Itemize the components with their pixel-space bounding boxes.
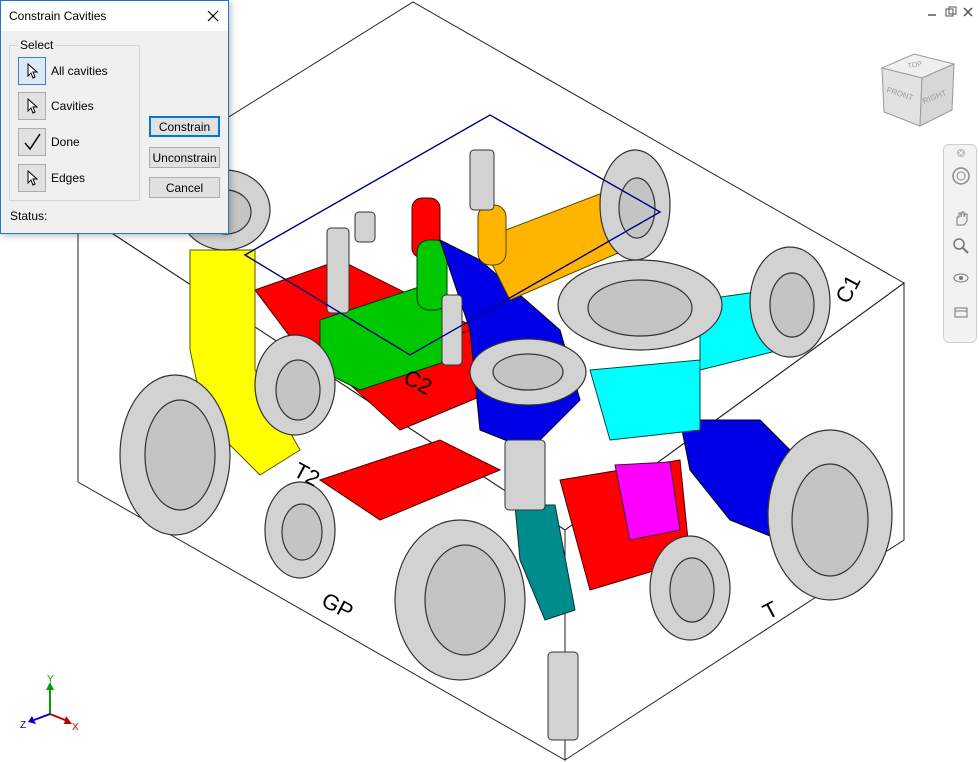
dialog-close-icon[interactable] — [200, 3, 226, 29]
all-cavities-label: All cavities — [51, 64, 108, 78]
tool-all-cavities[interactable]: All cavities — [18, 56, 108, 86]
constrain-button[interactable]: Constrain — [149, 116, 220, 137]
axis-triad: Y X Z — [20, 674, 79, 733]
pan-icon[interactable] — [950, 207, 972, 229]
teal-channel — [514, 504, 576, 621]
minimize-icon[interactable] — [924, 4, 940, 20]
tool-done[interactable]: Done — [18, 127, 80, 157]
selection-box — [243, 114, 662, 356]
cancel-button[interactable]: Cancel — [149, 177, 220, 198]
port-top-center — [557, 259, 723, 351]
restore-icon[interactable] — [943, 4, 959, 20]
green-channel — [319, 239, 451, 391]
orange-channel — [477, 189, 626, 301]
close-icon[interactable] — [960, 4, 976, 20]
port-t2 — [119, 374, 231, 536]
all-cavities-button[interactable] — [18, 57, 46, 85]
port-t — [767, 429, 893, 601]
dialog-titlebar[interactable]: Constrain Cavities — [1, 1, 228, 31]
select-group: Select All cavities Cavities Done Edges — [9, 38, 140, 201]
cavities-label: Cavities — [51, 99, 94, 113]
viewcube-top-face[interactable]: TOP — [907, 61, 922, 70]
navbar-close-icon[interactable] — [950, 147, 972, 159]
checkmark-icon — [24, 133, 41, 151]
port-bottom-large — [394, 519, 526, 681]
port-top-right — [599, 149, 671, 261]
port-gp — [264, 481, 336, 579]
edges-label: Edges — [51, 171, 86, 185]
unconstrain-button[interactable]: Unconstrain — [149, 147, 220, 168]
axis-y-label: Y — [47, 674, 54, 685]
tool-cavities[interactable]: Cavities — [18, 91, 94, 121]
arrow-pointer-icon — [27, 170, 39, 186]
tool-edges[interactable]: Edges — [18, 163, 85, 193]
constrain-cavities-dialog: Constrain Cavities Select All cavities C… — [0, 0, 229, 234]
axis-x-label: X — [72, 722, 79, 733]
orbit-icon[interactable] — [950, 267, 972, 289]
gray-pins — [326, 149, 579, 741]
cavities-button[interactable] — [18, 92, 46, 120]
arrow-pointer-icon — [27, 63, 39, 79]
magenta-channel — [614, 461, 681, 541]
port-mid-center — [469, 338, 587, 406]
steering-wheel-icon[interactable] — [950, 165, 972, 187]
status-label: Status: — [10, 209, 48, 223]
port-c1 — [749, 246, 831, 358]
port-bottom-small — [649, 535, 731, 641]
port-c2-left — [254, 334, 336, 436]
dialog-title: Constrain Cavities — [9, 9, 107, 23]
done-button[interactable] — [18, 128, 46, 156]
arrow-pointer-icon — [27, 98, 39, 114]
edges-button[interactable] — [18, 164, 46, 192]
select-group-label: Select — [18, 38, 56, 52]
label-c1: C1 — [830, 271, 865, 308]
zoom-icon[interactable] — [950, 235, 972, 257]
axis-z-label: Z — [20, 720, 26, 731]
ports — [119, 149, 893, 681]
view-cube[interactable]: TOP FRONT RIGHT — [878, 48, 958, 132]
look-at-icon[interactable] — [950, 301, 972, 323]
label-gp: GP — [318, 587, 358, 624]
label-t: T — [759, 596, 783, 624]
done-label: Done — [51, 135, 80, 149]
navigation-bar — [943, 144, 977, 343]
